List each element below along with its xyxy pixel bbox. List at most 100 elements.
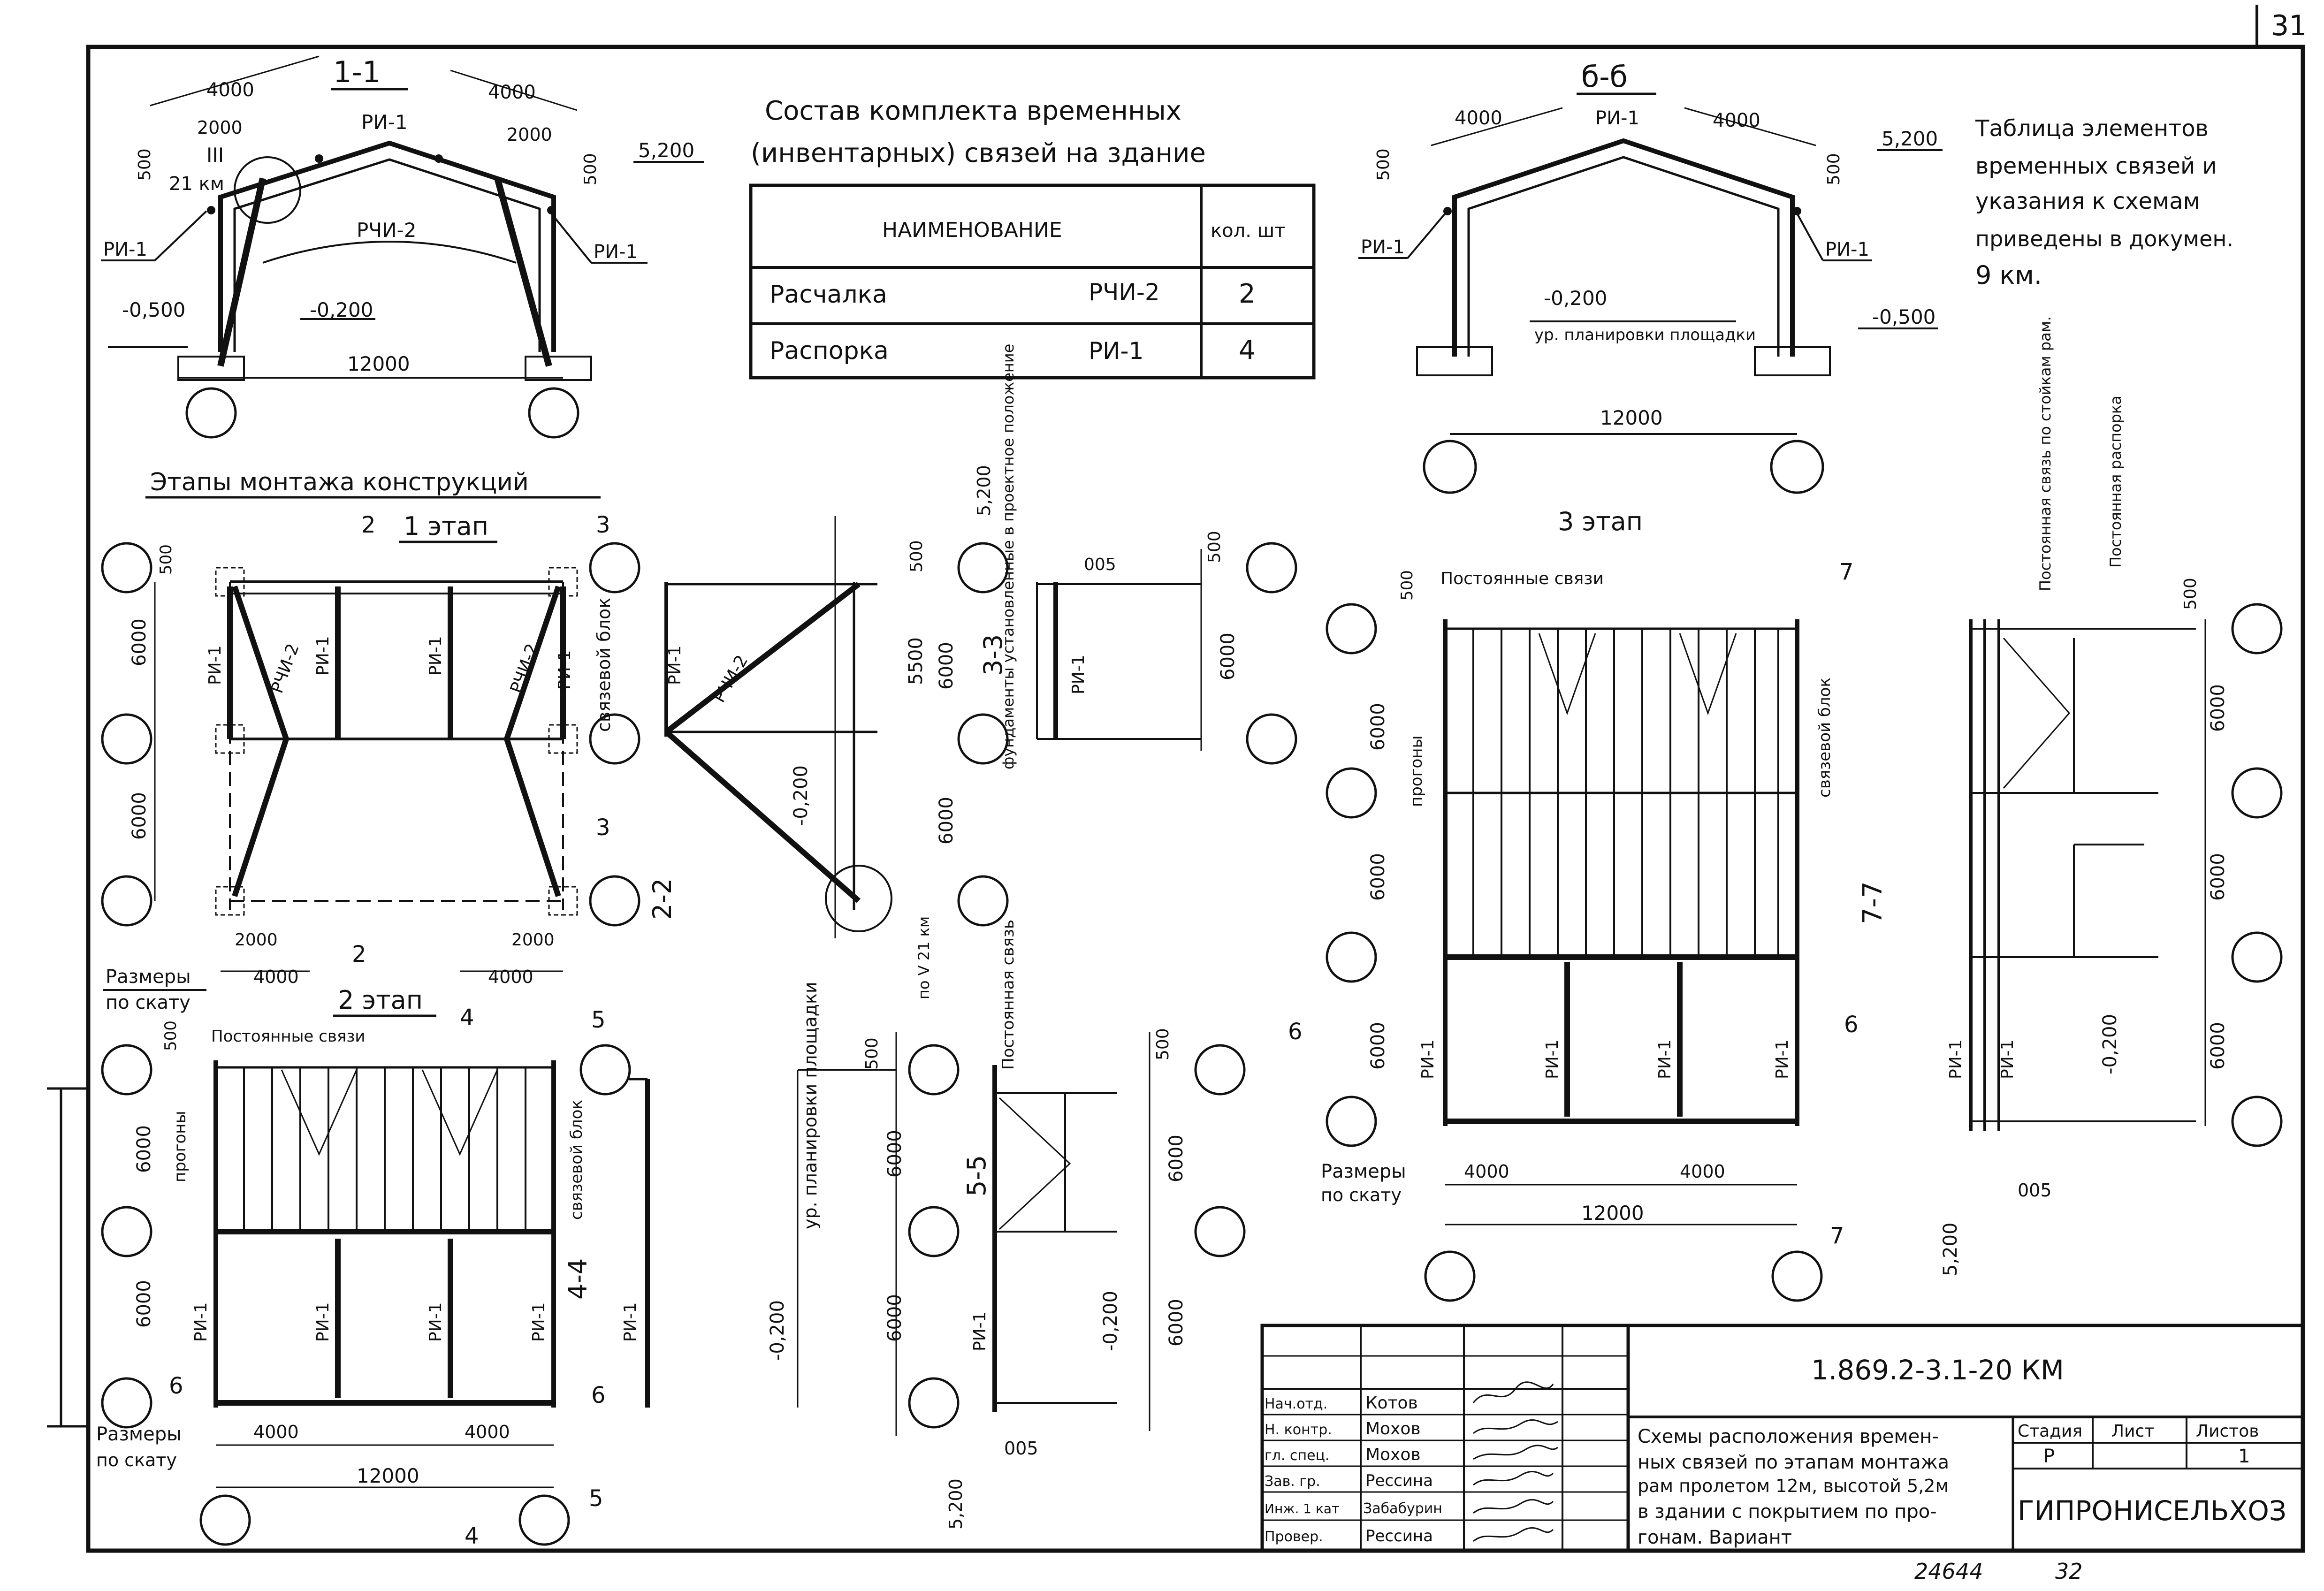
cut-4-4: 4-4	[563, 1258, 593, 1300]
svg-text:500: 500	[1824, 153, 1844, 185]
kit-row-qty: 4	[1239, 335, 1256, 365]
axis-bubble	[199, 1494, 251, 1546]
page-number: 31	[2271, 9, 2307, 42]
svg-text:РИ-1: РИ-1	[313, 636, 333, 676]
signature	[1473, 1499, 1554, 1514]
label-rchi2: РЧИ-2	[357, 219, 416, 242]
signer-name: Рессина	[1365, 1471, 1433, 1490]
svg-text:4: 4	[465, 1523, 479, 1549]
axis-bubble	[101, 1044, 152, 1096]
signature	[1473, 1445, 1558, 1460]
svg-text:4000: 4000	[253, 1422, 299, 1442]
post-svyaz-stoyk-label: Постоянная связь по стойкам рам.	[2036, 316, 2054, 591]
progony-label: прогоны	[171, 1111, 190, 1182]
axis-bubble	[101, 1377, 152, 1429]
axis-bubble	[2231, 603, 2283, 655]
kit-row-mark: РИ-1	[1089, 337, 1143, 365]
svg-text:12000: 12000	[1600, 406, 1663, 429]
section-3-3: 005 РИ-1 500 6000	[1036, 531, 1297, 765]
stage-value: Р	[2043, 1446, 2055, 1467]
org-name: ГИПРОНИСЕЛЬХОЗ	[2018, 1495, 2286, 1527]
ur-plan-label: ур. планировки площадки	[800, 982, 821, 1229]
svg-text:РИ-1: РИ-1	[1361, 236, 1405, 258]
svg-text:7: 7	[1830, 1223, 1844, 1249]
svg-text:6: 6	[591, 1382, 606, 1408]
svg-text:6000: 6000	[1217, 632, 1239, 680]
svg-text:6000: 6000	[1367, 853, 1389, 901]
axis-bubble	[1246, 542, 1297, 594]
svg-text:РЧИ-2: РЧИ-2	[507, 641, 542, 696]
axis-bubble	[589, 713, 640, 765]
label-21km: 21 км	[169, 173, 224, 195]
svg-text:5: 5	[589, 1485, 603, 1512]
svg-text:6: 6	[169, 1373, 183, 1399]
svg-text:2: 2	[361, 512, 376, 538]
svg-text:РИ-1: РИ-1	[1595, 107, 1639, 129]
label-ri1-top: РИ-1	[361, 111, 408, 134]
svg-text:500: 500	[135, 148, 154, 181]
axis-bubble	[528, 387, 579, 439]
axis-bubble	[1246, 713, 1297, 765]
svg-text:500: 500	[2181, 578, 2200, 610]
svg-text:2000: 2000	[235, 930, 278, 950]
razmery-label: по скату	[1321, 1185, 1402, 1205]
signer-name: Забабурин	[1363, 1500, 1442, 1517]
svg-text:500: 500	[862, 1037, 882, 1070]
axis-bubble	[101, 1206, 152, 1257]
kit-col-name: НАИМЕНОВАНИЕ	[882, 218, 1062, 242]
svg-text:6000: 6000	[2207, 853, 2229, 901]
node-III: III	[206, 144, 224, 167]
svg-text:РИ-1: РИ-1	[206, 645, 225, 685]
elev-0200-1-1: -0,200	[310, 298, 373, 321]
signer-name: Мохов	[1365, 1445, 1421, 1464]
svg-text:6000: 6000	[133, 1280, 155, 1328]
role: Провер.	[1265, 1529, 1323, 1545]
svg-text:РИ-1: РИ-1	[1773, 1039, 1792, 1079]
svg-text:6000: 6000	[936, 797, 957, 845]
svg-text:-0,200: -0,200	[790, 765, 812, 826]
svg-text:6000: 6000	[1166, 1299, 1187, 1347]
section-b-b-title: б-б	[1581, 60, 1628, 94]
svg-text:6000: 6000	[1367, 703, 1389, 751]
svg-text:4000: 4000	[1464, 1161, 1509, 1182]
stage3-plan: 3 этап Постоянные связи прогоны связевой…	[1288, 507, 1888, 1302]
post-rasporka-label: Постоянная распорка	[2107, 396, 2125, 568]
axis-bubble	[908, 1206, 960, 1257]
note-line: временных связей и	[1975, 153, 2217, 179]
axis-bubble	[908, 1377, 960, 1429]
role: Нач.отд.	[1265, 1396, 1327, 1412]
signer-name: Котов	[1365, 1393, 1418, 1413]
kit-row-name: Расчалка	[770, 281, 887, 309]
svg-text:6: 6	[1844, 1012, 1859, 1038]
section-ur-plan: ур. планировки площадки -0,200 500 6000 …	[767, 982, 1038, 1530]
svg-text:4000: 4000	[1680, 1161, 1725, 1182]
brace-rchi2-left	[217, 177, 266, 367]
svg-text:500: 500	[1153, 1028, 1173, 1060]
svg-text:РИ-1: РИ-1	[1543, 1039, 1562, 1079]
svg-text:2: 2	[352, 941, 366, 967]
svg-text:РИ-1: РИ-1	[621, 1302, 640, 1342]
svg-text:3: 3	[596, 512, 610, 538]
axis-bubble	[518, 1494, 570, 1546]
note-line: Таблица элементов	[1975, 115, 2209, 142]
svg-text:РИ-1: РИ-1	[1418, 1039, 1438, 1079]
razmery-label: по скату	[96, 1450, 177, 1470]
svg-text:РИ-1: РИ-1	[1069, 655, 1088, 694]
role: Инж. 1 кат	[1265, 1501, 1339, 1516]
sheet-label: Лист	[2111, 1422, 2154, 1441]
svg-text:РИ-1: РИ-1	[426, 636, 445, 676]
note-line: указания к схемам	[1975, 188, 2200, 214]
description-line: ных связей по этапам монтажа	[1638, 1452, 1949, 1473]
svg-text:6000: 6000	[1166, 1134, 1187, 1182]
inventory-number: 24644	[1914, 1559, 1983, 1584]
svg-text:5,200: 5,200	[1882, 127, 1938, 150]
axis-bubble	[2231, 767, 2283, 819]
axis-bubble	[1770, 440, 1824, 494]
svg-text:500: 500	[907, 540, 926, 572]
axis-bubble	[101, 713, 152, 765]
svg-text:РИ-1: РИ-1	[1946, 1039, 1966, 1079]
svg-text:-0,200: -0,200	[1100, 1291, 1121, 1351]
progony-label: прогоны	[1407, 736, 1426, 807]
sheets-label: Листов	[2196, 1422, 2259, 1441]
svg-text:6: 6	[1288, 1019, 1303, 1045]
